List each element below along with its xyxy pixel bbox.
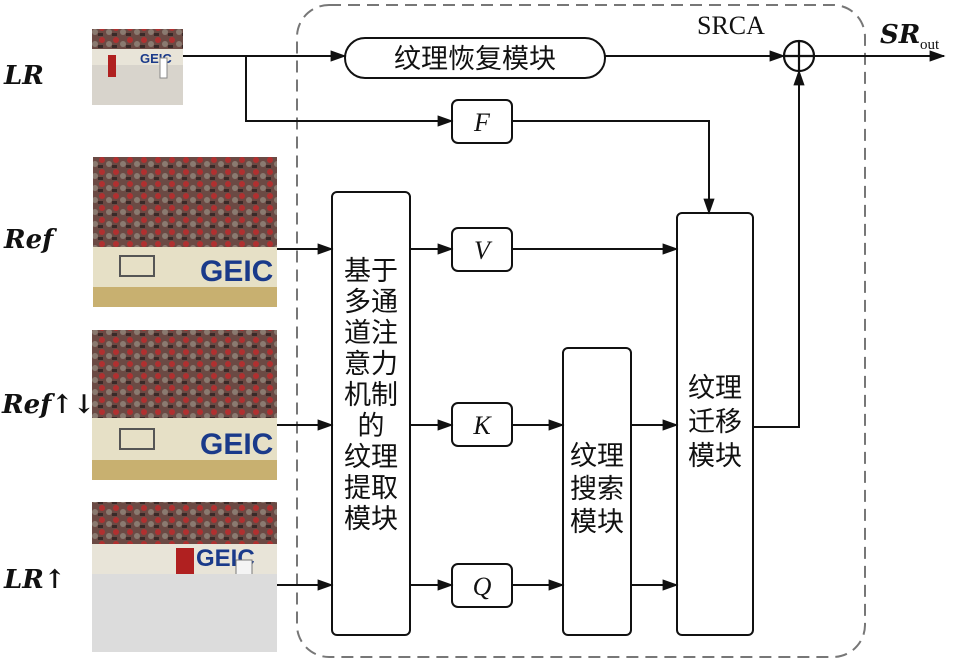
svg-text:模块: 模块 — [570, 507, 624, 538]
texture-search-label: 纹理 搜索 模块 — [570, 441, 624, 538]
svg-text:SR: SR — [880, 20, 920, 50]
svg-text:纹理: 纹理 — [688, 373, 742, 404]
svg-text:纹理: 纹理 — [570, 441, 624, 472]
lr-image: GEIC — [92, 29, 183, 105]
texture-restore-label: 纹理恢复模块 — [394, 44, 556, 75]
ref-updown-image: GEIC — [92, 330, 277, 480]
lr-up-label: LR↑ — [3, 565, 66, 595]
svg-text:意力: 意力 — [344, 349, 398, 380]
svg-text:GEIC: GEIC — [140, 51, 172, 66]
k-label: K — [472, 411, 492, 440]
texture-transfer-label: 纹理 迁移 模块 — [688, 373, 742, 472]
svg-text:out: out — [920, 37, 940, 53]
srca-module-boundary — [296, 4, 866, 658]
q-label: Q — [473, 572, 492, 601]
srca-label: SRCA — [697, 11, 765, 40]
svg-text:道注: 道注 — [344, 318, 398, 349]
output-label: SR out — [880, 20, 940, 53]
svg-text:纹理: 纹理 — [344, 442, 398, 473]
svg-text:提取: 提取 — [344, 473, 398, 504]
connections — [183, 50, 946, 591]
svg-text:机制: 机制 — [344, 380, 398, 411]
texture-extract-label: 基于 多通 道注 意力 机制 的 纹理 提取 模块 — [344, 256, 398, 535]
ref-updown-label: Ref↑↓ — [1, 390, 95, 420]
texture-search-block — [562, 347, 632, 636]
svg-text:基于: 基于 — [344, 256, 398, 287]
svg-text:迁移: 迁移 — [688, 407, 742, 438]
svg-text:GEIC: GEIC — [200, 255, 273, 288]
texture-extract-block — [331, 191, 411, 636]
f-label: F — [473, 108, 491, 137]
lr-up-image: GEIC — [92, 502, 277, 652]
svg-text:多通: 多通 — [344, 287, 398, 318]
lr-label: LR — [3, 61, 44, 91]
svg-text:的: 的 — [358, 411, 385, 442]
svg-text:搜索: 搜索 — [570, 474, 624, 505]
svg-text:GEIC: GEIC — [200, 428, 273, 461]
ref-label: Ref — [3, 225, 57, 255]
v-label: V — [474, 236, 493, 265]
svg-text:模块: 模块 — [344, 504, 398, 535]
sum-node — [782, 39, 816, 73]
svg-text:模块: 模块 — [688, 441, 742, 472]
ref-image: GEIC — [93, 157, 277, 307]
